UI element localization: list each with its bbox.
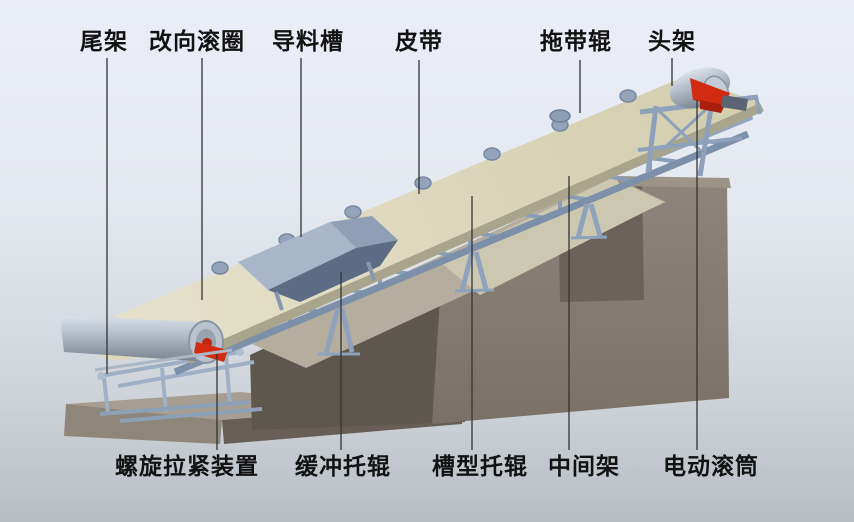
chute-hopper-inner <box>268 240 398 302</box>
belt-edge <box>185 103 764 364</box>
label-impact-idler: 缓冲托辊 <box>295 453 391 479</box>
head-assembly <box>637 67 762 177</box>
feed-chute <box>238 216 398 311</box>
chute-leg <box>274 291 284 311</box>
tensioner-rail <box>94 348 233 372</box>
motorized-pulley-mount <box>690 78 730 107</box>
truss-bottom-chord <box>173 130 750 376</box>
label-screw-tensioner: 螺旋拉紧装置 <box>115 453 259 479</box>
trough-idlers <box>211 89 637 275</box>
chute-leg <box>366 261 376 281</box>
tail-pulley-group <box>60 316 233 372</box>
label-middle-frame: 中间架 <box>548 453 620 479</box>
head-ledge <box>721 95 748 111</box>
chute-left-wall <box>238 222 356 290</box>
label-head-frame: 头架 <box>648 28 696 54</box>
return-roller <box>549 109 571 123</box>
tail-pulley-drum <box>60 316 210 362</box>
label-bend-pulley: 改向滚圈 <box>149 28 245 54</box>
ramp-top-highlight <box>440 178 664 295</box>
label-motorized-pulley: 电动滚筒 <box>663 453 759 479</box>
motorized-pulley-base <box>700 100 725 113</box>
label-return-roller: 拖带辊 <box>540 28 612 54</box>
concrete-base <box>64 176 731 444</box>
label-belt: 皮带 <box>395 28 443 54</box>
truss-legs <box>318 203 608 356</box>
label-tail-frame: 尾架 <box>80 28 128 54</box>
chute-back-wall <box>330 216 398 248</box>
label-trough-idler: 槽型托辊 <box>432 453 528 479</box>
label-feed-chute: 导料槽 <box>272 28 344 54</box>
leader-lines <box>106 58 698 450</box>
